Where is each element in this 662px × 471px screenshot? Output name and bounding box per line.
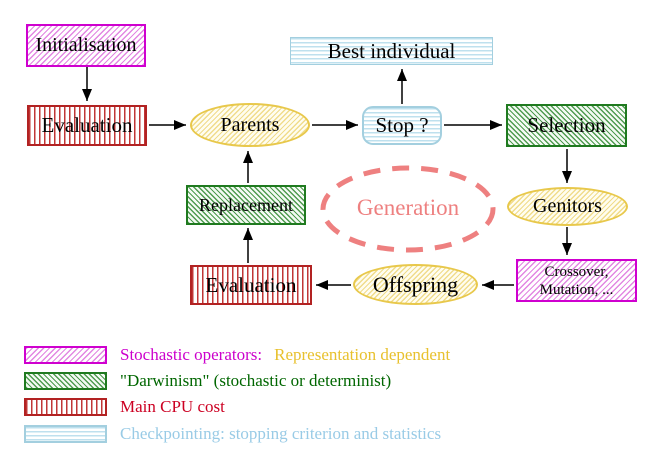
legend-row-darwinism: "Darwinism" (stochastic or determinist) xyxy=(24,371,391,391)
node-initialisation-label: Initialisation xyxy=(35,34,137,56)
node-offspring: Offspring xyxy=(353,264,478,305)
legend-row-checkpointing: Checkpointing: stopping criterion and st… xyxy=(24,424,441,444)
node-selection-label: Selection xyxy=(527,113,606,137)
node-evaluation-bottom-label: Evaluation xyxy=(205,272,297,297)
legend-row-stochastic: Stochastic operators: Representation depe… xyxy=(24,345,450,365)
node-genitors-label: Genitors xyxy=(533,195,602,217)
node-genitors: Genitors xyxy=(507,187,628,226)
legend-stochastic-label: Stochastic operators: xyxy=(120,345,263,364)
legend-stochastic-text: Stochastic operators: Representation depe… xyxy=(120,345,450,365)
node-replacement: Replacement xyxy=(186,185,306,225)
node-evaluation-top-label: Evaluation xyxy=(41,113,133,137)
legend-row-cpu-cost: Main CPU cost xyxy=(24,397,225,417)
node-initialisation: Initialisation xyxy=(26,24,146,67)
legend-cpu-cost-label: Main CPU cost xyxy=(120,397,225,416)
node-best-individual-label: Best individual xyxy=(327,38,456,63)
node-stop-label: Stop ? xyxy=(375,113,429,137)
node-crossover-label-line2: Mutation, ... xyxy=(539,281,614,298)
magenta-hatch-swatch xyxy=(24,346,107,364)
node-offspring-label: Offspring xyxy=(372,271,459,297)
node-crossover-label-line1: Crossover, xyxy=(544,263,609,280)
node-replacement-label: Replacement xyxy=(199,194,293,215)
node-parents: Parents xyxy=(190,103,310,147)
legend-darwinism-label: "Darwinism" (stochastic or determinist) xyxy=(120,371,392,390)
generation-label: Generation xyxy=(323,195,493,221)
node-crossover-mutation: Crossover, Mutation, ... xyxy=(516,259,637,302)
node-selection: Selection xyxy=(506,104,627,147)
node-stop: Stop ? xyxy=(362,106,442,145)
cyan-stripes-swatch xyxy=(24,425,107,443)
red-stripes-swatch xyxy=(24,398,107,416)
legend-representation-label: Representation dependent xyxy=(274,345,451,364)
node-evaluation-bottom: Evaluation xyxy=(190,265,312,305)
legend-checkpointing-label: Checkpointing: stopping criterion and st… xyxy=(120,424,442,443)
node-parents-label: Parents xyxy=(220,113,280,136)
node-evaluation-top: Evaluation xyxy=(27,105,147,146)
generation-cycle-dashed-ellipse xyxy=(320,165,496,253)
green-hatch-swatch xyxy=(24,372,107,390)
generation-label-text: Generation xyxy=(356,195,460,220)
node-best-individual: Best individual xyxy=(290,37,493,65)
